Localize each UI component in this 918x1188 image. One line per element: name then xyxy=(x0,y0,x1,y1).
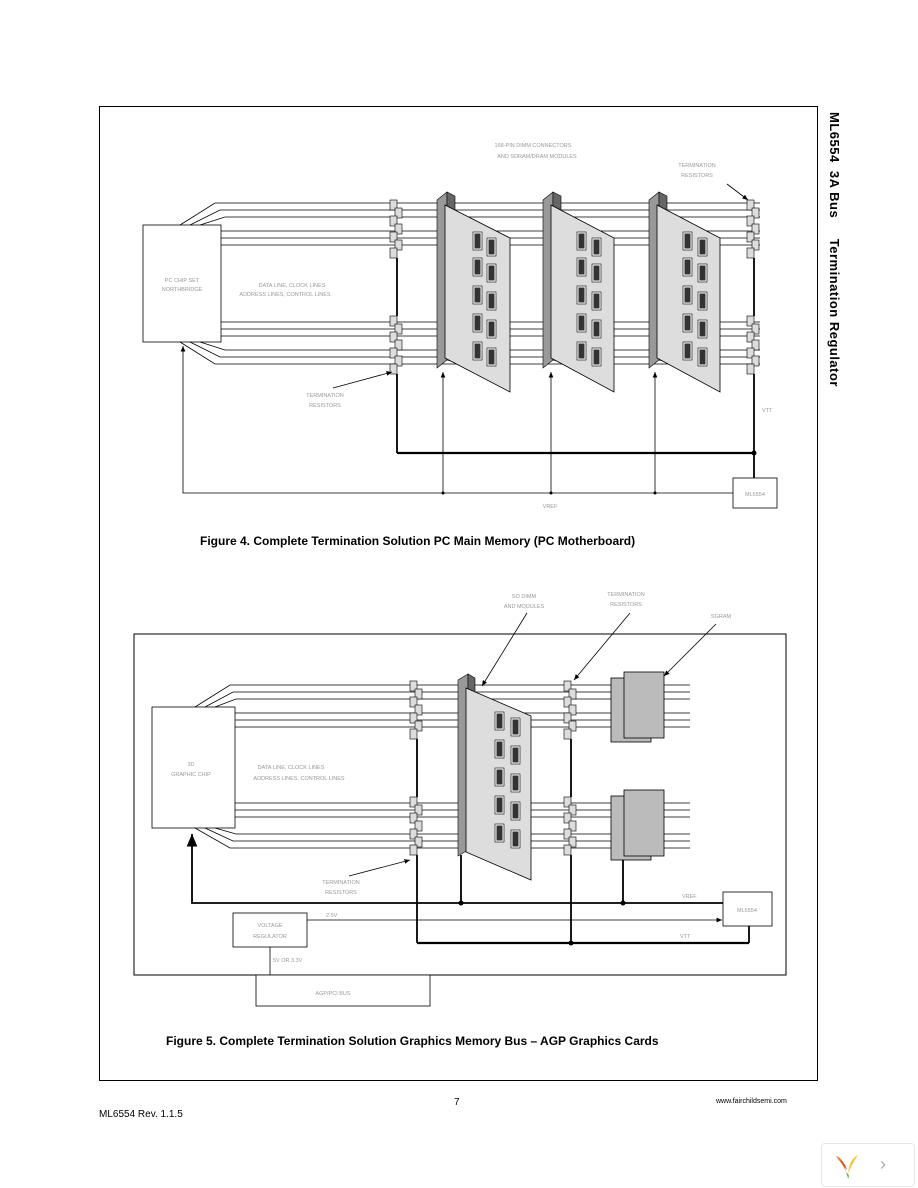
document-revision: ML6554 Rev. 1.1.5 xyxy=(99,1109,183,1120)
chipset-label-2: NORTHBRIDGE xyxy=(162,287,203,293)
page-number: 7 xyxy=(454,1097,460,1108)
agp-label: AGP/PCI BUS xyxy=(315,991,350,997)
f5-term-bot-1: TERMINATION xyxy=(322,880,360,886)
chipset-box xyxy=(142,224,222,343)
f5-vtt-label: VTT xyxy=(680,934,691,940)
dimm-module-3 xyxy=(648,191,721,393)
graphics-card-outline xyxy=(133,633,787,976)
f5-regulator-label: ML6554 xyxy=(737,908,757,914)
lines-label-1: DATA LINE, CLOCK LINES xyxy=(259,283,326,289)
vreg-label-1: VOLTAGE xyxy=(257,923,282,929)
f5-lines-2: ADDRESS LINES, CONTROL LINES xyxy=(253,776,345,782)
dimm-label-1: SO DIMM xyxy=(512,594,537,600)
f5-vref-label: VREF xyxy=(682,894,697,900)
f5-lines-1: DATA LINE, CLOCK LINES xyxy=(258,765,325,771)
sgram-label: SGRAM xyxy=(711,614,732,620)
figure-4-caption: Figure 4. Complete Termination Solution … xyxy=(200,534,636,548)
f5-term-top-2: RESISTORS xyxy=(610,602,642,608)
left-termination-resistors xyxy=(389,199,403,375)
chip-label-1: 3D xyxy=(187,762,194,768)
dimm-label-2: AND MODULES xyxy=(504,604,545,610)
next-page-button[interactable]: › xyxy=(880,1154,886,1174)
vtt-rail xyxy=(396,258,755,478)
term-bot-label-1: TERMINATION xyxy=(306,393,344,399)
term-top-label-1: TERMINATION xyxy=(678,163,716,169)
v25-label: 2.5V xyxy=(326,913,338,919)
viewer-logo-icon xyxy=(836,1155,858,1179)
connectors-label: 168-PIN DIMM CONNECTORS xyxy=(495,143,572,149)
f5-term-bot-2: RESISTORS xyxy=(325,890,357,896)
page-viewer-widget: › xyxy=(821,1143,915,1187)
figure-5-caption: Figure 5. Complete Termination Solution … xyxy=(166,1034,659,1048)
vref-line xyxy=(180,346,733,494)
document-side-title: ML6554 3A Bus Termination Regulator xyxy=(827,112,842,387)
website-link[interactable]: www.fairchildsemi.com xyxy=(716,1098,787,1105)
vref-label: VREF xyxy=(543,504,558,510)
right-termination-resistors xyxy=(746,199,760,375)
vreg-label-2: REGULATOR xyxy=(253,934,287,940)
figure-4-diagram: PC CHIP SET NORTHBRIDGE xyxy=(142,143,778,510)
regulator-label: ML6554 xyxy=(745,492,765,498)
vtt-label: VTT xyxy=(762,408,773,414)
lines-label-2: ADDRESS LINES, CONTROL LINES xyxy=(239,292,331,298)
modules-label: AND SDRAM/DRAM MODULES xyxy=(497,154,577,160)
chip-label-2: GRAPHIC CHIP xyxy=(171,772,211,778)
graphic-chip-box xyxy=(151,706,236,829)
supply-label: 5V OR 3.3V xyxy=(273,958,303,964)
chipset-label-1: PC CHIP SET xyxy=(165,278,200,284)
term-bot-label-2: RESISTORS xyxy=(309,403,341,409)
ml6554-box xyxy=(732,477,778,509)
dimm-module-1 xyxy=(436,191,511,393)
dimm-module-2 xyxy=(542,191,615,393)
page-frame xyxy=(99,106,818,1081)
f5-term-top-1: TERMINATION xyxy=(607,592,645,598)
term-top-label-2: RESISTORS xyxy=(681,173,713,179)
figure-5-diagram: 3D GRAPHIC CHIP xyxy=(133,592,787,1007)
